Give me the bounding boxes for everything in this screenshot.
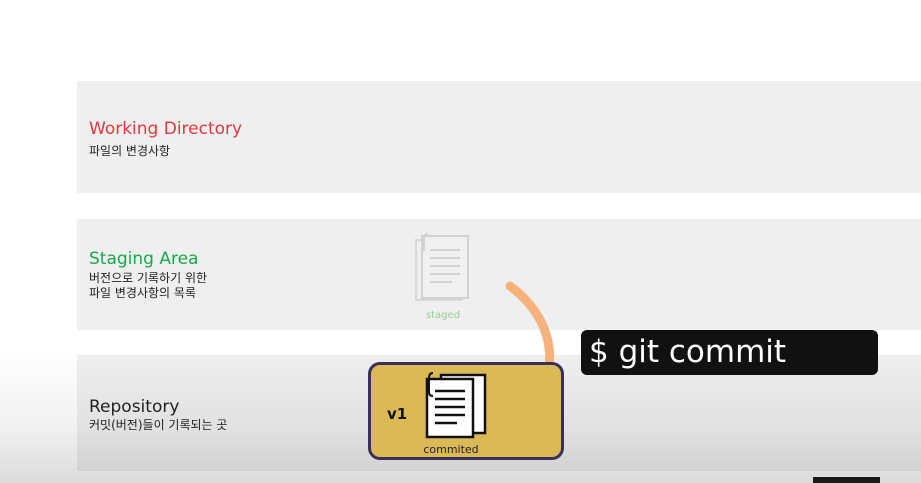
working-directory-title: Working Directory [89,119,243,139]
version-label: v1 [387,405,408,423]
staging-area-band [77,219,921,330]
commit-box: v1 commited [368,362,564,460]
commited-label: commited [423,443,479,456]
staging-area-title: Staging Area [89,249,199,269]
staging-area-description: 버전으로 기록하기 위한 파일 변경사항의 목록 [89,271,207,301]
repository-title: Repository [89,397,180,417]
git-commit-command: $ git commit [581,330,878,375]
document-icon [425,372,487,439]
staged-label: staged [425,310,461,321]
corner-bar [813,477,880,483]
working-directory-band [77,81,921,193]
staging-area-description-line1: 버전으로 기록하기 위한 [89,271,208,285]
repository-description: 커밋(버전)들이 기록되는 곳 [89,418,228,432]
working-directory-description: 파일의 변경사항 [89,144,171,158]
staging-area-description-line2: 파일 변경사항의 목록 [89,286,196,300]
document-icon [415,233,469,301]
